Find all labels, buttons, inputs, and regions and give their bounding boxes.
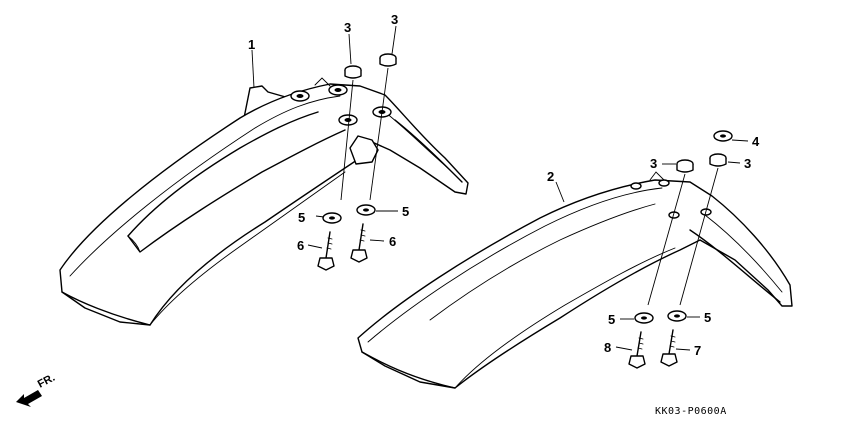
bolt-icon	[660, 329, 678, 367]
callout-4: 4	[752, 134, 760, 149]
callout-3: 3	[344, 20, 351, 35]
washer-icon	[634, 312, 654, 324]
grommet-icon	[709, 153, 727, 167]
hardware-fender-1	[317, 53, 397, 271]
bolt-icon	[317, 231, 335, 271]
callout-5: 5	[402, 204, 409, 219]
callout-8: 8	[604, 340, 611, 355]
callout-6: 6	[297, 238, 304, 253]
washer-icon	[356, 204, 376, 216]
callout-7: 7	[694, 343, 701, 358]
grommet-icon	[676, 159, 694, 173]
callout-1: 1	[248, 37, 255, 52]
callout-5: 5	[298, 210, 305, 225]
front-fender-2	[357, 171, 793, 389]
washer-icon	[667, 310, 687, 322]
grommet-icon	[379, 53, 397, 67]
hardware-fender-2	[628, 130, 733, 369]
callout-3: 3	[650, 156, 657, 171]
arrow-icon	[16, 390, 42, 407]
callout-3: 3	[391, 12, 398, 27]
callout-2: 2	[547, 169, 554, 184]
bolt-icon	[350, 223, 368, 263]
callout-5: 5	[704, 310, 711, 325]
leader-lines	[251, 25, 749, 351]
diagram-code: KK03-P0600A	[655, 406, 727, 417]
bolt-icon	[628, 331, 646, 369]
direction-label: FR.	[36, 372, 57, 391]
front-fender-1	[59, 77, 469, 326]
callouts: 1 3 3 5 5 6 6 2 3 3 4 5 5 8 7	[248, 12, 760, 358]
callout-6: 6	[389, 234, 396, 249]
front-direction-indicator: FR.	[16, 372, 57, 407]
callout-5: 5	[608, 312, 615, 327]
rubber-washer-icon	[713, 130, 733, 142]
grommet-icon	[344, 65, 362, 79]
callout-3: 3	[744, 156, 751, 171]
washer-icon	[322, 212, 342, 224]
